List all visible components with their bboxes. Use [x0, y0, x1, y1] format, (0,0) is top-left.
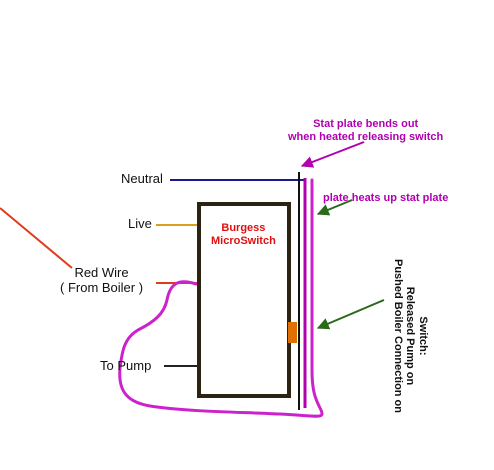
microswitch-label-line1: Burgess [221, 222, 266, 234]
switch-button [288, 322, 297, 343]
neutral-label: Neutral [121, 171, 163, 186]
stat-plate-bend-line2: when heated releasing switch [288, 130, 444, 143]
red-wire-label-line2: ( From Boiler ) [60, 279, 144, 295]
red-wire-label-line1: Red Wire [74, 265, 129, 280]
plate-heats-label: plate heats up stat plate [323, 192, 449, 204]
stat-plate-bend-label: Stat plate bends out when heated releasi… [288, 118, 443, 143]
to-pump-label: To Pump [100, 358, 152, 373]
microswitch-label: Burgess MicroSwitch [211, 222, 276, 247]
switch-note-line1: Switch: [416, 316, 429, 356]
loop-wire [118, 178, 324, 418]
stat-plate-bend-line1: Stat plate bends out [313, 118, 419, 130]
red-wire-label: Red Wire ( From Boiler ) [60, 265, 144, 296]
live-label: Live [128, 216, 152, 231]
microswitch-body [197, 202, 291, 398]
button-arrow [316, 299, 385, 330]
heat-arrow [316, 199, 353, 216]
switch-note: Switch: Released Pump on Pushed Boiler C… [388, 259, 432, 413]
switch-note-line3: Pushed Boiler Connection on [391, 258, 404, 414]
bend-arrow [300, 141, 365, 168]
microswitch-label-line2: MicroSwitch [211, 234, 276, 247]
switch-note-text: Switch: Released Pump on Pushed Boiler C… [391, 259, 429, 413]
switch-note-line2: Released Pump on [404, 286, 417, 386]
red-wire-lead [0, 207, 73, 269]
